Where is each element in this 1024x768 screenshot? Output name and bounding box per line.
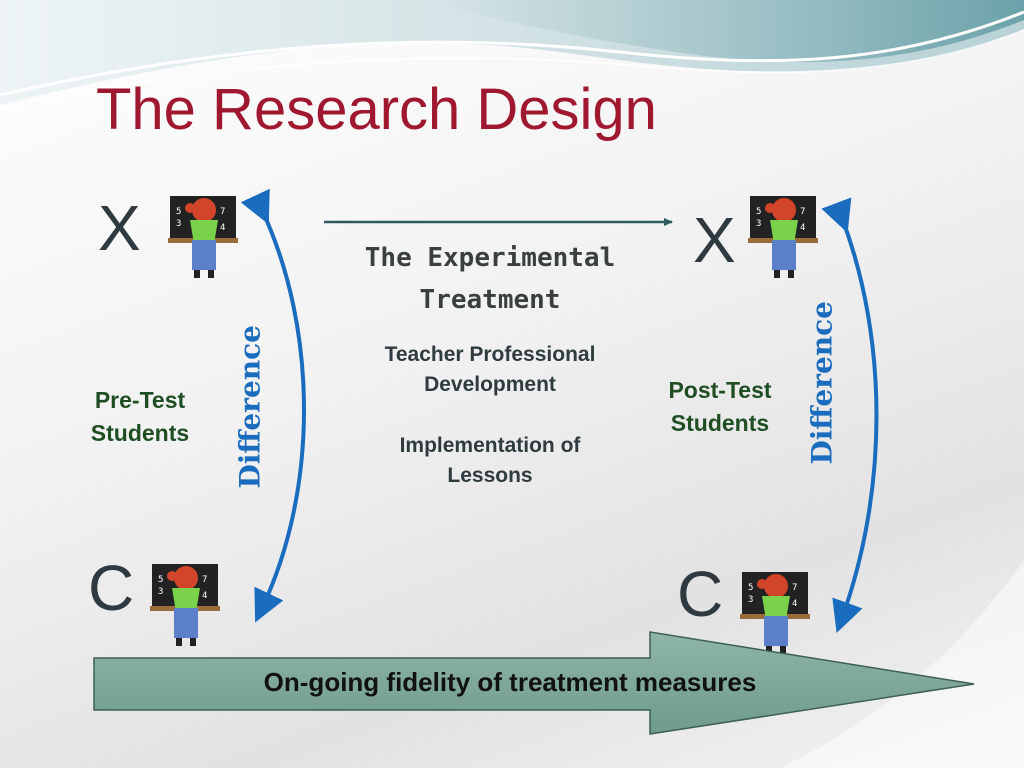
teacher-chalkboard-icon: 5 3 7 4 xyxy=(740,572,810,654)
slide-title: The Research Design xyxy=(96,77,657,142)
svg-text:7: 7 xyxy=(800,207,805,217)
svg-text:5: 5 xyxy=(158,575,163,585)
pre-test-line2: Students xyxy=(90,420,190,447)
svg-text:4: 4 xyxy=(202,591,207,601)
svg-text:5: 5 xyxy=(176,207,181,217)
treatment-item-lessons: Implementation of Lessons xyxy=(340,431,640,492)
svg-text:7: 7 xyxy=(202,575,207,585)
svg-text:3: 3 xyxy=(176,219,181,229)
group-c-pre: C xyxy=(88,552,135,624)
group-x-post: X xyxy=(693,204,736,276)
post-test-line1: Post-Test xyxy=(668,377,772,403)
treatment-item2-line2: Lessons xyxy=(447,464,533,488)
treatment-item1-line1: Teacher Professional xyxy=(384,343,596,366)
svg-text:5: 5 xyxy=(748,583,753,593)
svg-text:7: 7 xyxy=(220,207,225,217)
fidelity-arrow-shape xyxy=(93,631,975,735)
group-c-post: C xyxy=(677,558,724,630)
teacher-chalkboard-icon: 5 3 7 4 xyxy=(168,196,238,278)
difference-arrow-post xyxy=(821,197,879,634)
svg-text:7: 7 xyxy=(792,583,797,593)
treatment-item1-line2: Development xyxy=(424,373,556,397)
svg-text:5: 5 xyxy=(756,207,761,217)
treatment-title: The Experimental Treatment xyxy=(320,238,660,321)
fidelity-label: On-going fidelity of treatment measures xyxy=(263,667,757,697)
treatment-item-pd: Teacher Professional Development xyxy=(340,340,640,401)
treatment-title-line1: The Experimental xyxy=(364,243,616,273)
teacher-chalkboard-icon: 5 3 7 4 xyxy=(748,196,818,278)
post-test-line2: Students xyxy=(670,410,770,437)
post-test-label: Post-Test Students xyxy=(640,374,800,441)
pre-test-label: Pre-Test Students xyxy=(60,384,220,451)
svg-text:3: 3 xyxy=(158,587,163,597)
treatment-item2-line1: Implementation of xyxy=(399,434,581,457)
difference-arrow-pre xyxy=(240,188,306,623)
svg-text:3: 3 xyxy=(756,219,761,229)
svg-text:4: 4 xyxy=(800,223,805,233)
svg-text:4: 4 xyxy=(220,223,225,233)
group-x-pre: X xyxy=(98,192,141,264)
svg-text:3: 3 xyxy=(748,595,753,605)
svg-text:4: 4 xyxy=(792,599,797,609)
teacher-chalkboard-icon: 5 3 7 4 xyxy=(150,564,220,646)
pre-test-line1: Pre-Test xyxy=(94,387,186,413)
treatment-title-line2: Treatment xyxy=(419,284,561,315)
